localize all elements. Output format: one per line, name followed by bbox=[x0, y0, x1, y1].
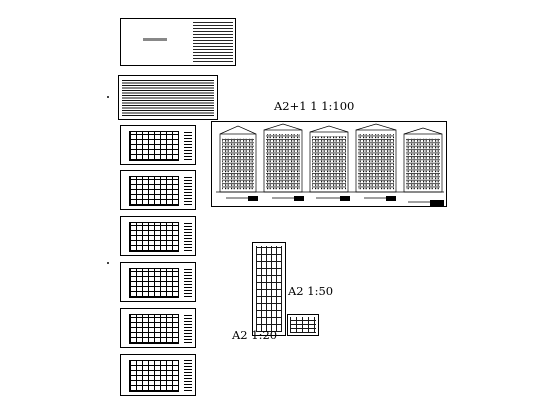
title-block bbox=[184, 175, 192, 205]
details-scale-label-1-50: A2 1:50 bbox=[288, 284, 334, 298]
floor-plan-sheet-5[interactable] bbox=[120, 308, 196, 348]
floor-plan-drawing bbox=[129, 268, 179, 298]
floor-plan-drawing bbox=[129, 360, 179, 392]
details-drawings bbox=[290, 317, 316, 333]
title-block bbox=[184, 313, 192, 343]
floor-plan-drawing bbox=[129, 176, 179, 206]
details-sheet-1-50[interactable] bbox=[252, 242, 286, 336]
cover-table bbox=[193, 22, 233, 62]
floor-plan-sheet-4[interactable] bbox=[120, 262, 196, 302]
floor-plan-sheet-6[interactable] bbox=[120, 354, 196, 396]
title-block bbox=[184, 130, 192, 160]
cover-sheet[interactable] bbox=[120, 18, 236, 66]
design-notes-sheet[interactable] bbox=[118, 75, 218, 120]
floor-plan-drawing bbox=[129, 131, 179, 161]
title-block bbox=[184, 359, 192, 391]
cover-title-block bbox=[143, 38, 167, 41]
elevation-sheet[interactable] bbox=[211, 121, 447, 207]
details-scale-label-1-20: A2 1:20 bbox=[232, 328, 278, 342]
floor-plan-drawing bbox=[129, 314, 179, 344]
title-block bbox=[184, 221, 192, 251]
details-sheet-1-20[interactable] bbox=[287, 314, 319, 336]
floor-plan-sheet-2[interactable] bbox=[120, 170, 196, 210]
floor-plan-sheet-1[interactable] bbox=[120, 125, 196, 165]
floor-plan-drawing bbox=[129, 222, 179, 252]
details-drawings bbox=[256, 246, 282, 332]
title-block bbox=[184, 267, 192, 297]
elevations-scale-label: A2+1 1 1:100 bbox=[274, 99, 355, 113]
notes-text-block bbox=[122, 79, 214, 116]
margin-mark-1 bbox=[107, 96, 109, 98]
margin-mark-2 bbox=[107, 262, 109, 264]
floor-plan-sheet-3[interactable] bbox=[120, 216, 196, 256]
elevation-drawings bbox=[216, 123, 444, 206]
